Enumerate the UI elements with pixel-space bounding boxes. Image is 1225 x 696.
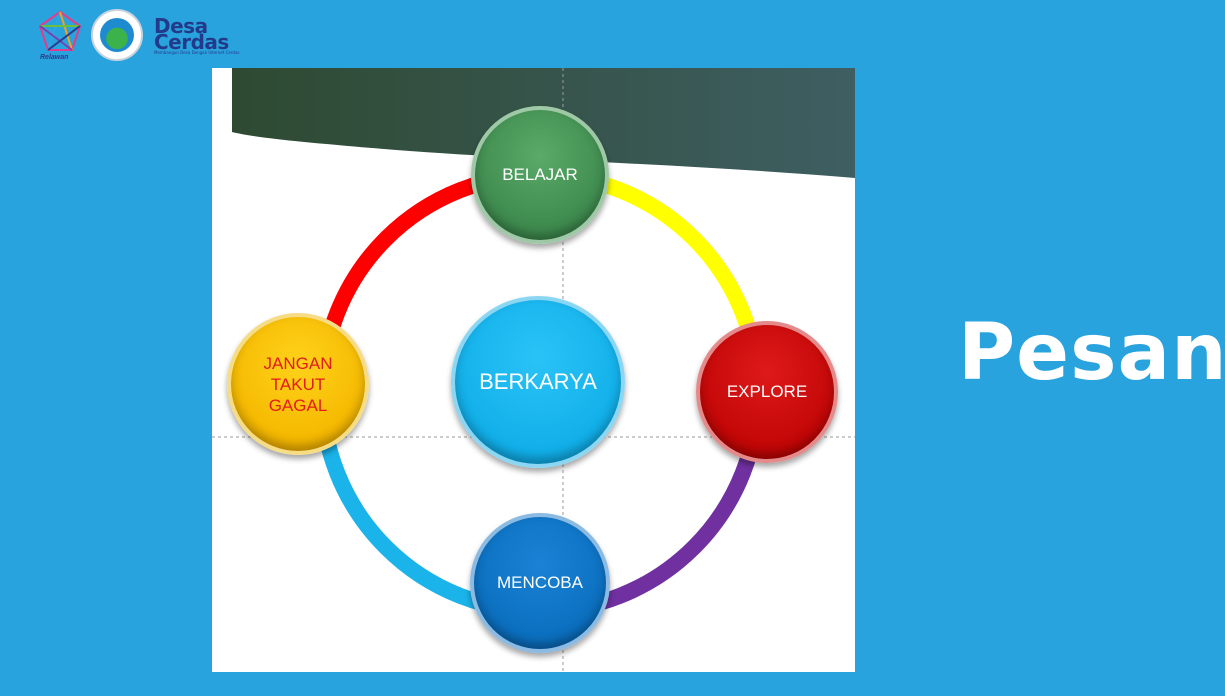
node-berkarya-label: BERKARYA (479, 369, 597, 394)
header-logos: Relawan Desa Cerdas Membangun Desa Denga… (36, 8, 256, 66)
desa-cerdas-line2: Cerdas (154, 30, 229, 54)
node-mencoba-label: MENCOBA (497, 573, 583, 592)
node-explore-label: EXPLORE (726, 382, 808, 401)
node-jangan-line1: JANGAN (263, 353, 333, 373)
cycle-diagram-image: BELAJAR EXPLORE MENCOBA JANGAN TAKUT GAG… (212, 68, 855, 672)
node-belajar: BELAJAR (471, 106, 609, 244)
node-explore: EXPLORE (696, 321, 838, 463)
desa-cerdas-line1: Desa (154, 14, 208, 38)
slide-title: Pesan (958, 308, 1225, 398)
relawan-logo-text: Relawan (40, 54, 69, 61)
desa-cerdas-logo: Desa Cerdas Membangun Desa Dengan Intern… (154, 14, 240, 56)
node-belajar-label: BELAJAR (502, 165, 578, 184)
relawan-tik-logo: Relawan (36, 8, 84, 66)
node-jangan-line2: TAKUT (270, 374, 326, 394)
node-mencoba: MENCOBA (470, 513, 610, 653)
node-jangan-takut-gagal: JANGAN TAKUT GAGAL (227, 313, 369, 455)
node-berkarya-center: BERKARYA (451, 296, 625, 468)
node-jangan-line3: GAGAL (268, 395, 328, 415)
ministry-seal-logo (91, 9, 143, 61)
desa-cerdas-tagline: Membangun Desa Dengan Internet Cerdas (154, 50, 240, 55)
